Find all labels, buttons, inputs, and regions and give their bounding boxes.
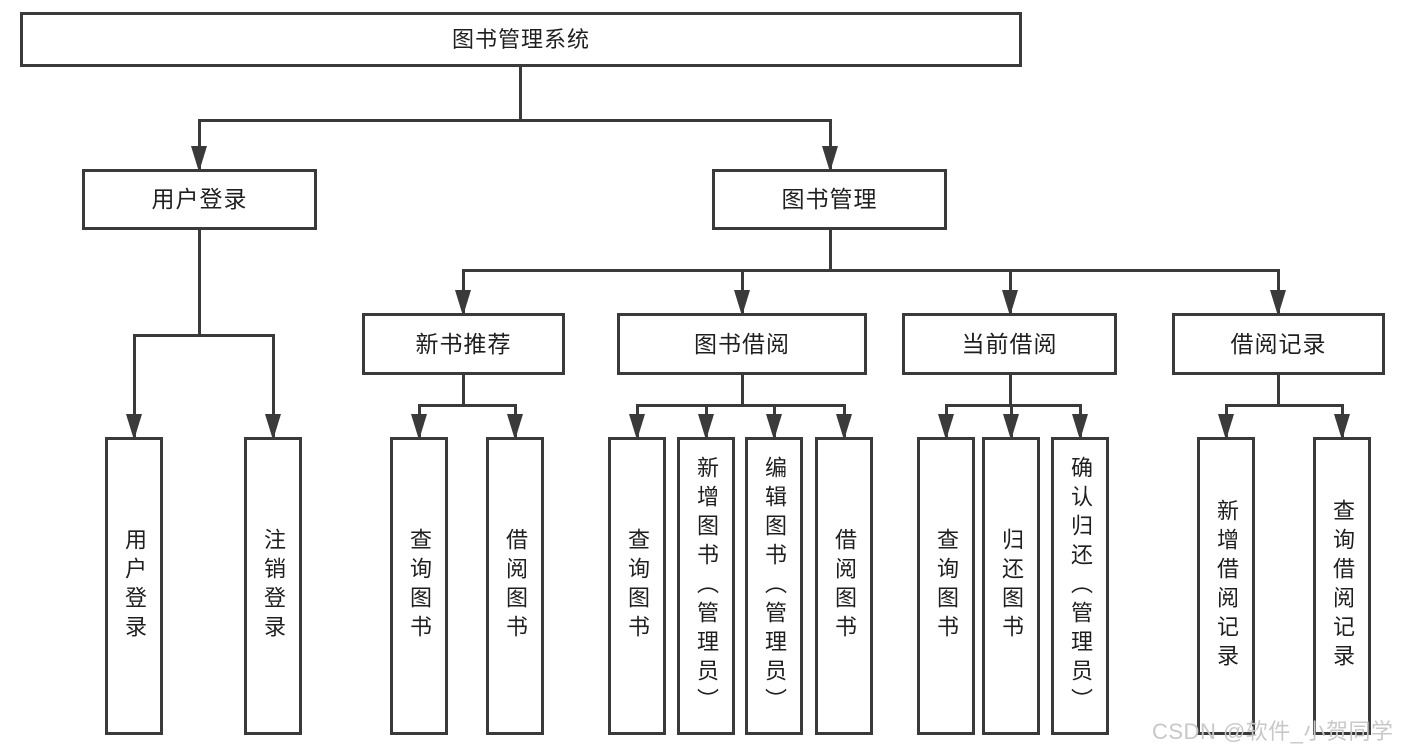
connector-line bbox=[1276, 375, 1280, 407]
arrowhead-icon bbox=[507, 414, 523, 440]
node-label: 归还图书 bbox=[999, 528, 1024, 644]
node-label: 查询图书 bbox=[934, 528, 959, 644]
node-label: 图书管理 bbox=[781, 186, 878, 212]
connector-line bbox=[636, 403, 846, 407]
node-label: 用户登录 bbox=[122, 528, 147, 644]
connector-line bbox=[198, 118, 832, 122]
node-leaf-return-books: 归还图书 bbox=[982, 437, 1040, 735]
node-leaf-edit-books-admin: 编辑图书（管理员） bbox=[745, 437, 803, 735]
connector-line bbox=[133, 333, 275, 337]
arrowhead-icon bbox=[1334, 414, 1350, 440]
node-label: 查询借阅记录 bbox=[1330, 499, 1355, 673]
node-book-borrowing: 图书借阅 bbox=[617, 313, 867, 375]
node-label: 当前借阅 bbox=[961, 330, 1058, 357]
arrowhead-icon bbox=[766, 414, 782, 440]
node-label: 用户登录 bbox=[151, 186, 248, 212]
node-leaf-query-borrow-record: 查询借阅记录 bbox=[1313, 437, 1371, 735]
node-label: 图书管理系统 bbox=[451, 26, 590, 52]
node-label: 新书推荐 bbox=[415, 330, 512, 357]
node-leaf-confirm-return-admin: 确认归还（管理员） bbox=[1051, 437, 1109, 735]
arrowhead-icon bbox=[265, 414, 281, 440]
arrowhead-icon bbox=[698, 414, 714, 440]
arrowhead-icon bbox=[1003, 414, 1019, 440]
node-label: 查询图书 bbox=[625, 528, 650, 644]
node-leaf-logout: 注销登录 bbox=[244, 437, 302, 735]
connector-arrow-line bbox=[271, 335, 275, 437]
arrowhead-icon bbox=[455, 290, 471, 316]
connector-line bbox=[518, 67, 522, 121]
node-leaf-borrow-books-1: 借阅图书 bbox=[486, 437, 544, 735]
node-leaf-query-books-2: 查询图书 bbox=[608, 437, 666, 735]
connector-arrow-line bbox=[132, 335, 136, 437]
connector-arrow-line bbox=[828, 120, 832, 169]
node-leaf-borrow-books-2: 借阅图书 bbox=[815, 437, 873, 735]
node-label: 注销登录 bbox=[261, 528, 286, 644]
node-label: 新增图书（管理员） bbox=[694, 455, 719, 717]
connector-line bbox=[1225, 403, 1344, 407]
node-label: 借阅图书 bbox=[503, 528, 528, 644]
arrowhead-icon bbox=[191, 146, 207, 172]
arrowhead-icon bbox=[1218, 414, 1234, 440]
connector-line bbox=[462, 268, 1280, 272]
node-leaf-user-login: 用户登录 bbox=[105, 437, 163, 735]
arrowhead-icon bbox=[1270, 290, 1286, 316]
node-new-book-recommendation: 新书推荐 bbox=[362, 313, 565, 375]
arrowhead-icon bbox=[1072, 414, 1088, 440]
arrowhead-icon bbox=[822, 146, 838, 172]
node-label: 借阅记录 bbox=[1230, 330, 1327, 357]
connector-arrow-line bbox=[197, 120, 201, 169]
node-label: 新增借阅记录 bbox=[1214, 499, 1239, 673]
node-label: 确认归还（管理员） bbox=[1068, 455, 1093, 717]
node-label: 借阅图书 bbox=[832, 528, 857, 644]
connector-line bbox=[828, 230, 832, 272]
connector-line bbox=[197, 230, 201, 337]
arrowhead-icon bbox=[411, 414, 427, 440]
node-label: 图书借阅 bbox=[694, 330, 790, 357]
node-label: 查询图书 bbox=[407, 528, 432, 644]
connector-line bbox=[1008, 375, 1012, 407]
connector-line bbox=[945, 403, 1082, 407]
arrowhead-icon bbox=[836, 414, 852, 440]
arrowhead-icon bbox=[629, 414, 645, 440]
node-leaf-query-books-1: 查询图书 bbox=[390, 437, 448, 735]
node-user-login: 用户登录 bbox=[82, 169, 317, 230]
connector-line bbox=[740, 375, 744, 407]
arrowhead-icon bbox=[126, 414, 142, 440]
node-book-management: 图书管理 bbox=[712, 169, 947, 230]
node-library-management-system: 图书管理系统 bbox=[20, 12, 1022, 67]
arrowhead-icon bbox=[734, 290, 750, 316]
node-label: 编辑图书（管理员） bbox=[762, 455, 787, 717]
connector-line bbox=[418, 403, 517, 407]
node-leaf-query-books-3: 查询图书 bbox=[917, 437, 975, 735]
connector-line bbox=[461, 375, 465, 407]
node-borrowing-records: 借阅记录 bbox=[1172, 313, 1385, 375]
arrowhead-icon bbox=[1002, 290, 1018, 316]
node-leaf-add-books-admin: 新增图书（管理员） bbox=[677, 437, 735, 735]
node-current-borrowing: 当前借阅 bbox=[902, 313, 1117, 375]
node-leaf-add-borrow-record: 新增借阅记录 bbox=[1197, 437, 1255, 735]
arrowhead-icon bbox=[938, 414, 954, 440]
